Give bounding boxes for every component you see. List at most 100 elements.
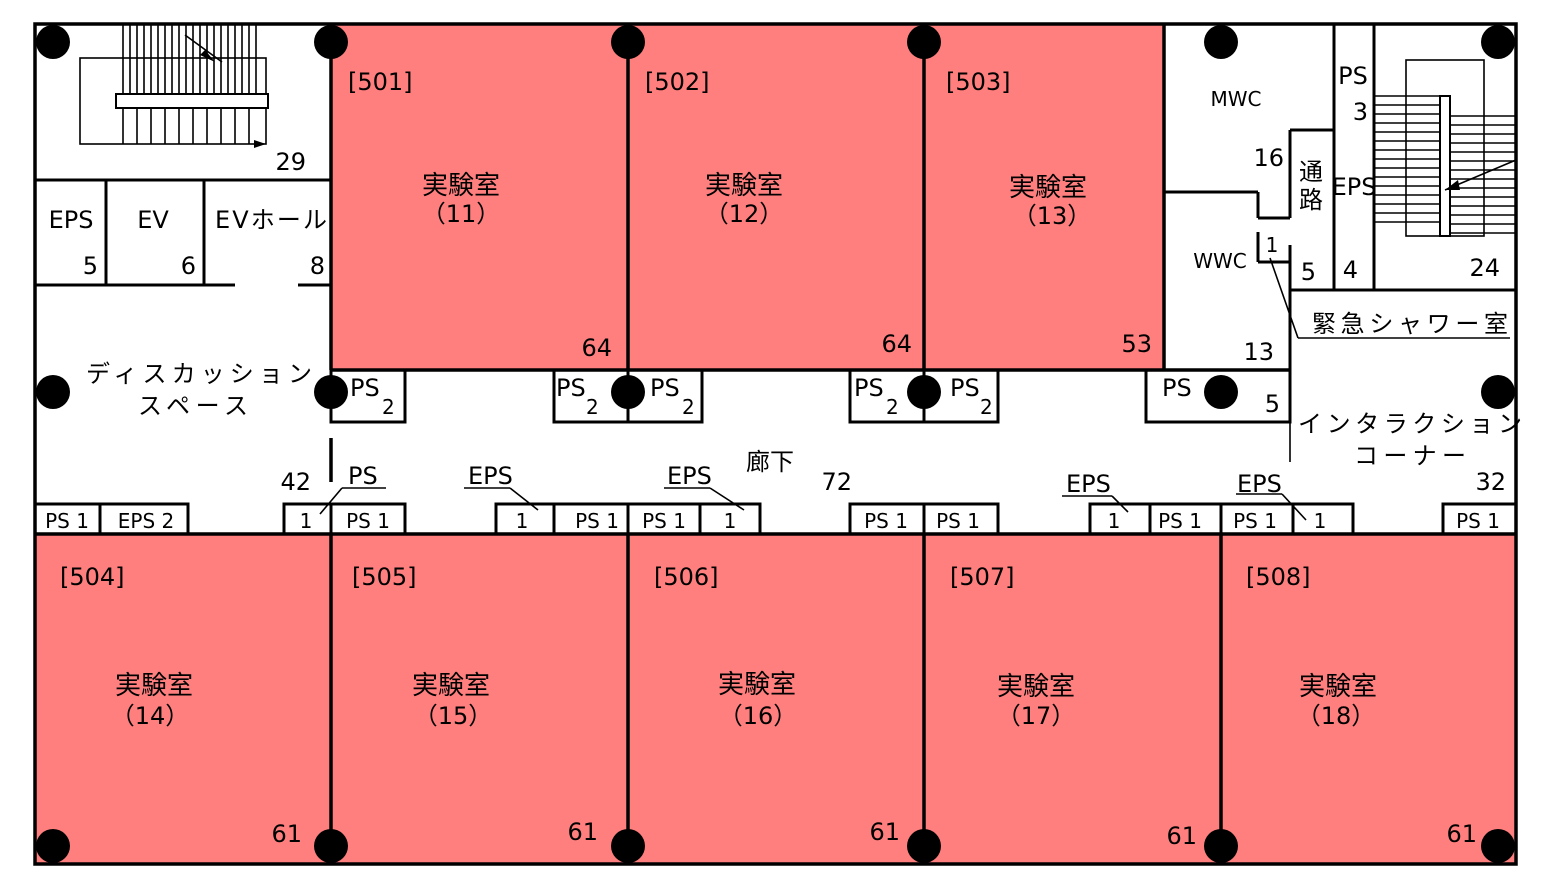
leader-lines — [319, 257, 1510, 521]
ev-hall-area: 8 — [310, 252, 325, 280]
ps-sub: 2 — [980, 395, 993, 419]
discussion-label-line1: ディスカッション — [86, 360, 312, 388]
room-area: 64 — [581, 334, 612, 362]
ps-sub: 2 — [886, 395, 899, 419]
column-marker — [907, 375, 941, 409]
northwest-core: 29 EPS 5 EV 6 EVホール 8 — [49, 148, 327, 280]
lab-507[interactable]: [507] 実験室 （17） 61 — [950, 563, 1197, 850]
stair-northeast — [1374, 59, 1517, 237]
interaction-area: 32 — [1475, 468, 1506, 496]
ev-area: 6 — [181, 252, 196, 280]
room-id: [505] — [352, 563, 417, 591]
eps2-label: EPS 2 — [118, 509, 174, 533]
column-marker — [611, 25, 645, 59]
ps1-label: PS 1 — [642, 509, 686, 533]
room-number: （16） — [719, 702, 798, 730]
room-area: 61 — [567, 818, 598, 846]
one-label: 1 — [724, 509, 737, 533]
ev-hall-label: EVホール — [215, 206, 327, 234]
lab-507-fill — [924, 534, 1221, 864]
discussion-area: 42 — [280, 468, 311, 496]
eps-callout: EPS — [667, 462, 712, 490]
room-name: 実験室 — [718, 670, 796, 700]
lab-505[interactable]: [505] 実験室 （15） 61 — [352, 563, 598, 846]
passage-label-1: 通 — [1299, 158, 1323, 186]
eps-ne-area: 4 — [1343, 256, 1358, 284]
lab-502-fill — [628, 24, 924, 370]
lower-shafts — [33, 502, 1518, 536]
mwc-label: MWC — [1211, 87, 1262, 111]
lab-502[interactable]: [502] 実験室 （12） 64 — [645, 68, 912, 358]
column-marker — [36, 829, 70, 863]
column-marker — [1481, 829, 1515, 863]
lab-501-fill — [331, 24, 628, 370]
lab-504[interactable]: [504] 実験室 （14） 61 — [60, 563, 302, 848]
one-label: 1 — [1108, 509, 1121, 533]
ps-label: PS — [350, 374, 380, 402]
room-name: 実験室 — [997, 672, 1075, 702]
eps-area: 5 — [83, 252, 98, 280]
stair-area: 29 — [275, 148, 306, 176]
room-area: 53 — [1121, 330, 1152, 358]
ps-ne-label: PS — [1338, 62, 1368, 90]
ps-sub: 2 — [586, 395, 599, 419]
ps1-label: PS 1 — [936, 509, 980, 533]
room-id: [504] — [60, 563, 125, 591]
column-marker — [611, 375, 645, 409]
ps1-label: PS 1 — [346, 509, 390, 533]
column-marker — [611, 829, 645, 863]
room-number: （13） — [1013, 202, 1092, 230]
column-marker — [1204, 25, 1238, 59]
lab-505-fill — [331, 534, 628, 864]
lab-504-fill — [36, 534, 331, 864]
room-area: 61 — [1446, 820, 1477, 848]
lab-508[interactable]: [508] 実験室 （18） 61 — [1246, 563, 1477, 848]
wwc-label: WWC — [1193, 249, 1247, 273]
upper-shaft-labels: PS 2 PS 2 PS 2 PS 2 PS 2 PS 5 — [350, 374, 1280, 419]
lower-shaft-labels: PS 1 EPS 2 1 PS 1 PS EPS 1 PS 1 PS 1 EPS… — [45, 462, 1500, 533]
column-marker — [1204, 375, 1238, 409]
corridor-label: 廊下 — [746, 448, 794, 476]
ps-sub: 2 — [682, 395, 695, 419]
lab-506[interactable]: [506] 実験室 （16） 61 — [654, 563, 900, 846]
column-marker — [1481, 375, 1515, 409]
column-marker — [314, 829, 348, 863]
room-area: 61 — [271, 820, 302, 848]
ps-sub: 2 — [382, 395, 395, 419]
ps-label: PS — [950, 374, 980, 402]
lab-506-fill — [628, 534, 924, 864]
room-area: 61 — [1166, 822, 1197, 850]
ps1-label: PS 1 — [1233, 509, 1277, 533]
interaction-label-line2: コーナー — [1354, 442, 1466, 470]
eps-callout: EPS — [1237, 470, 1282, 498]
one-label: 1 — [1314, 509, 1327, 533]
room-number: （17） — [997, 702, 1076, 730]
one-label: 1 — [516, 509, 529, 533]
outer-wall — [33, 22, 1518, 866]
ev-label: EV — [137, 206, 169, 234]
eps-ne-label: EPS — [1332, 173, 1377, 201]
ps-label: PS — [556, 374, 586, 402]
ps1-label: PS 1 — [575, 509, 619, 533]
room-name: 実験室 — [422, 171, 500, 201]
ps-ne-area: 3 — [1353, 98, 1368, 126]
discussion-space: ディスカッション スペース 42 — [86, 360, 312, 496]
ps-area: 5 — [1265, 390, 1280, 418]
lab-503-fill — [924, 24, 1164, 370]
room-name: 実験室 — [412, 671, 490, 701]
lab-fills — [36, 24, 1516, 864]
lab-503[interactable]: [503] 実験室 （13） 53 — [946, 68, 1152, 358]
column-marker — [1204, 829, 1238, 863]
room-area: 64 — [881, 330, 912, 358]
stair-ne-area: 24 — [1469, 254, 1500, 282]
eps-callout: EPS — [1066, 470, 1111, 498]
room-area: 61 — [869, 818, 900, 846]
room-number: （18） — [1297, 702, 1376, 730]
room-name: 実験室 — [705, 171, 783, 201]
corridor-area: 72 — [821, 468, 852, 496]
ps1-label: PS 1 — [1158, 509, 1202, 533]
ps-label: PS — [1162, 374, 1192, 402]
shower-label: 緊急シャワー室 — [1312, 310, 1508, 338]
ps1-label: PS 1 — [864, 509, 908, 533]
lab-501[interactable]: [501] 実験室 （11） 64 — [348, 68, 612, 362]
